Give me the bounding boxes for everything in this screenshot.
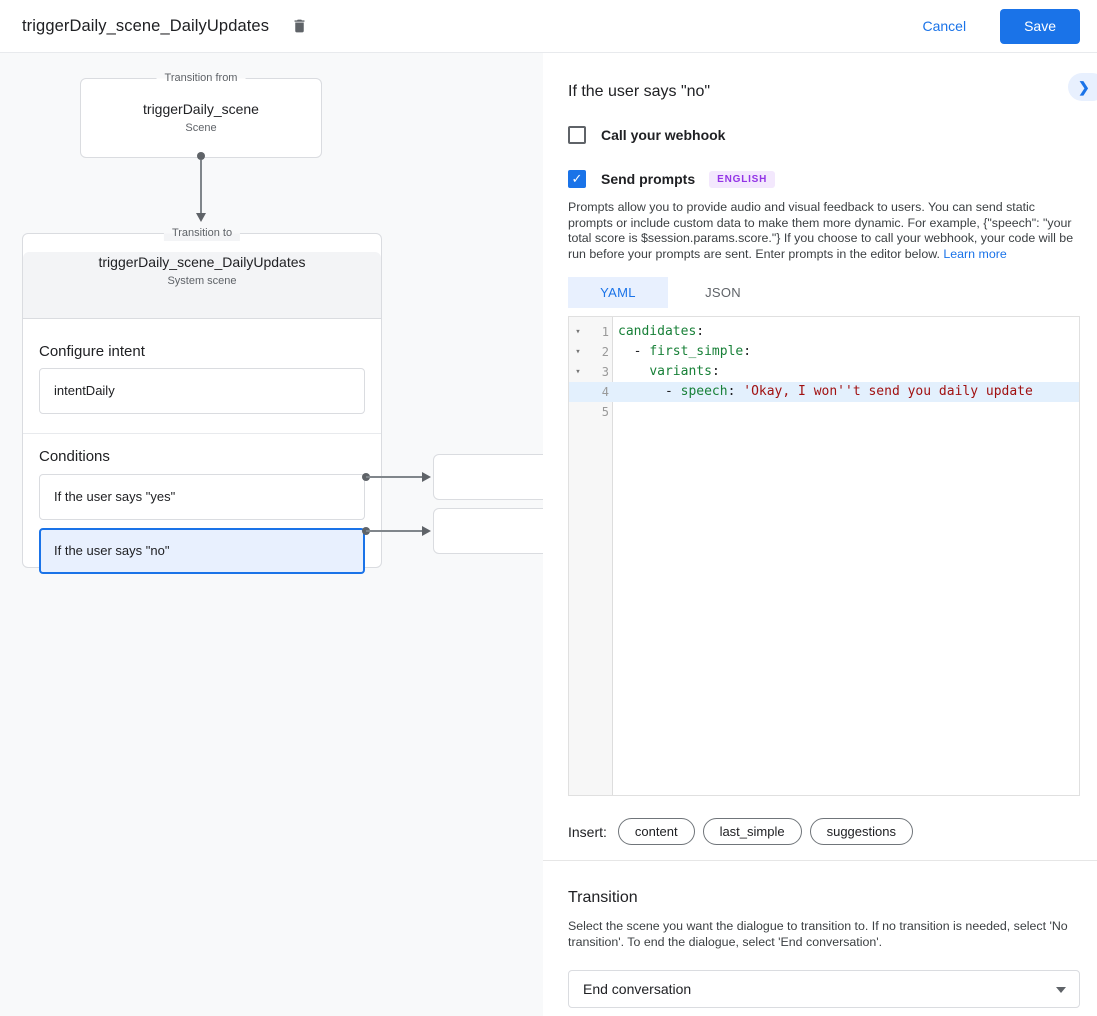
- editor-format-tabs: YAML JSON: [568, 277, 1080, 309]
- condition-label: If the user says "yes": [54, 489, 176, 504]
- intent-field[interactable]: intentDaily: [39, 368, 365, 414]
- webhook-checkbox-label: Call your webhook: [601, 127, 726, 143]
- code-line[interactable]: 5: [601, 405, 609, 420]
- intent-value: intentDaily: [54, 383, 115, 398]
- to-node-header: triggerDaily_scene_DailyUpdates System s…: [23, 252, 381, 319]
- configure-intent-label: Configure intent: [39, 343, 145, 360]
- code-line[interactable]: ▾2 - first_simple:: [569, 342, 1079, 362]
- code-line-active[interactable]: 4 - speech: 'Okay, I won''t send you dai…: [569, 382, 1079, 403]
- to-scene-name: triggerDaily_scene_DailyUpdates: [98, 254, 306, 270]
- connector-line: [366, 530, 422, 532]
- chevron-right-icon: ❯: [1078, 78, 1090, 95]
- transition-to-legend: Transition to: [163, 226, 241, 241]
- trash-icon: [294, 19, 305, 33]
- save-button[interactable]: Save: [1000, 8, 1080, 44]
- transition-from-node[interactable]: Transition from triggerDaily_scene Scene: [80, 71, 322, 158]
- fold-toggle-icon[interactable]: ▾: [575, 347, 581, 358]
- transition-description: Select the scene you want the dialogue t…: [568, 919, 1068, 949]
- to-scene-type: System scene: [167, 275, 237, 287]
- insert-chip-last-simple[interactable]: last_simple: [702, 818, 802, 846]
- checkbox-unchecked-icon[interactable]: [568, 126, 586, 144]
- cancel-button[interactable]: Cancel: [904, 10, 984, 42]
- prompts-description: Prompts allow you to provide audio and v…: [568, 200, 1074, 261]
- scene-diagram-canvas: Transition from triggerDaily_scene Scene…: [0, 53, 543, 1016]
- transition-section-title: Transition: [568, 889, 638, 907]
- insert-row: Insert: content last_simple suggestions: [568, 818, 1080, 846]
- transition-target-node[interactable]: [433, 508, 543, 554]
- arrow-right-icon: [422, 472, 431, 482]
- insert-chip-content[interactable]: content: [617, 818, 695, 846]
- connector-dot: [197, 152, 205, 160]
- arrow-down-icon: [196, 213, 206, 222]
- insert-chip-suggestions[interactable]: suggestions: [809, 818, 913, 846]
- fold-toggle-icon[interactable]: ▾: [575, 327, 581, 338]
- arrow-right-icon: [422, 526, 431, 536]
- insert-label: Insert:: [568, 823, 607, 840]
- transition-target-node[interactable]: [433, 454, 543, 500]
- language-badge: ENGLISH: [709, 170, 776, 188]
- conditions-label: Conditions: [39, 448, 110, 465]
- transition-to-node[interactable]: Transition to triggerDaily_scene_DailyUp…: [22, 226, 382, 574]
- learn-more-link[interactable]: Learn more: [943, 246, 1007, 261]
- checkbox-checked-icon[interactable]: ✓: [568, 170, 586, 188]
- collapse-panel-button[interactable]: ❯: [1068, 73, 1097, 101]
- webhook-checkbox-row[interactable]: Call your webhook: [568, 126, 1080, 144]
- connector-line: [200, 160, 202, 214]
- tab-json[interactable]: JSON: [705, 285, 741, 301]
- dropdown-caret-icon: [1056, 986, 1066, 993]
- page-title: triggerDaily_scene_DailyUpdates: [22, 16, 270, 35]
- code-line[interactable]: ▾3 variants:: [569, 362, 1079, 382]
- condition-row-yes[interactable]: If the user says "yes": [39, 474, 365, 520]
- prompts-checkbox-label: Send prompts: [601, 171, 696, 187]
- fold-toggle-icon[interactable]: ▾: [575, 367, 581, 378]
- top-bar: triggerDaily_scene_DailyUpdates Cancel S…: [0, 0, 1097, 53]
- condition-label: If the user says "no": [54, 543, 170, 558]
- condition-row-no[interactable]: If the user says "no": [39, 528, 365, 574]
- to-node-body: Configure intent intentDaily Conditions …: [23, 319, 381, 574]
- divider: [23, 433, 381, 434]
- connector-line: [366, 476, 422, 478]
- from-scene-name: triggerDaily_scene: [143, 101, 259, 117]
- transition-select-value: End conversation: [583, 980, 692, 997]
- condition-detail-panel: ❯ If the user says "no" Call your webhoo…: [543, 53, 1097, 1016]
- transition-from-legend: Transition from: [156, 71, 246, 86]
- divider: [543, 860, 1097, 862]
- panel-title: If the user says "no": [568, 83, 711, 100]
- prompts-checkbox-row[interactable]: ✓ Send prompts ENGLISH: [568, 170, 1080, 188]
- delete-scene-button[interactable]: [289, 15, 310, 37]
- from-scene-type: Scene: [185, 122, 217, 134]
- tab-yaml[interactable]: YAML: [568, 277, 668, 309]
- transition-select[interactable]: End conversation: [568, 969, 1080, 1008]
